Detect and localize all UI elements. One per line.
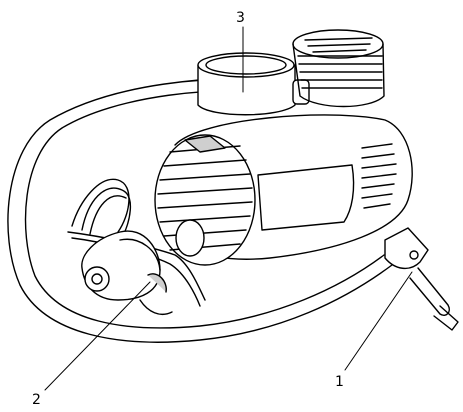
leader-line-1 (344, 271, 413, 371)
lighter-plug (81, 230, 173, 316)
pressure-gauge (197, 52, 310, 116)
air-hose (7, 78, 393, 343)
leader-lines (44, 26, 413, 391)
valve-connector (384, 227, 459, 331)
leader-line-2 (44, 281, 151, 391)
motor-end-cap (154, 134, 256, 266)
callout-label-3: 3 (236, 10, 245, 26)
callout-label-2: 2 (32, 392, 41, 407)
callout-label-1: 1 (335, 374, 344, 390)
power-cord (67, 178, 206, 307)
cylinder-head (292, 29, 385, 108)
